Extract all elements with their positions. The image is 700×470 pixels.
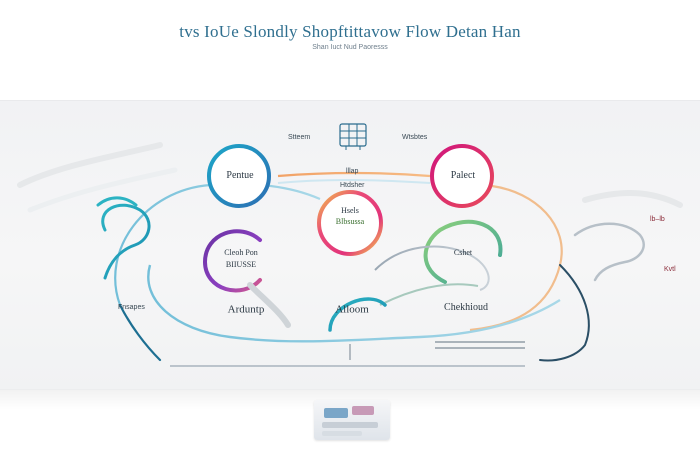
- node-left-label-2: BIIUSSE: [225, 260, 257, 269]
- page-title: tvs IoUe Slondly Shopftittavow Flow Deta…: [179, 22, 521, 41]
- cart-grid-icon: [339, 123, 367, 150]
- left-loop: [114, 182, 321, 306]
- side-label-left: Fnsapes: [118, 304, 145, 311]
- preview-block-b: [352, 406, 374, 415]
- side-label-right-top: lb–lb: [650, 216, 665, 223]
- right-inner-flow: [374, 245, 490, 291]
- left-hand-shape-2: [96, 196, 138, 207]
- left-thick-curve: [118, 303, 162, 362]
- right-inner-flow-2: [379, 283, 479, 306]
- top-connector: [277, 171, 431, 178]
- node-left-label-1: Cleoh Pon: [224, 248, 258, 257]
- node-center[interactable]: [317, 190, 383, 256]
- top-connector-2: [277, 178, 431, 184]
- bottom-label-chekmod: Chekhioud: [444, 302, 488, 313]
- center-label-line1: lllap: [346, 168, 359, 175]
- alloom-cup: [328, 297, 387, 332]
- node-palect-label: Palect: [450, 170, 476, 181]
- left-decoration-2: [27, 167, 178, 213]
- node-right-arc[interactable]: [423, 219, 503, 284]
- page-subtitle: Shan Iuct Nud Paoresss: [312, 44, 388, 51]
- node-center-label-1: Hsels: [341, 206, 359, 215]
- node-center-label-2: Blbsussa: [335, 217, 365, 226]
- right-decoration: [582, 190, 683, 208]
- left-curved-arrow: [247, 282, 291, 328]
- center-label-line2: Htdsher: [340, 182, 365, 189]
- lower-arc: [147, 264, 561, 343]
- left-hand-shape: [101, 203, 151, 280]
- right-hand-shape: [573, 222, 645, 282]
- side-label-right-bottom: Kvtl: [664, 266, 676, 273]
- bottom-label-arduntip: Arduntp: [227, 303, 265, 316]
- bottom-label-alloom: Alloom: [335, 303, 369, 316]
- left-decoration: [17, 142, 163, 188]
- node-pentue[interactable]: [207, 144, 271, 208]
- preview-block-a: [324, 408, 348, 418]
- preview-thumbnail: [314, 400, 390, 440]
- node-palect[interactable]: [430, 144, 494, 208]
- preview-block-c: [322, 422, 378, 428]
- node-pentue-label: Pentue: [226, 170, 254, 181]
- preview-block-d: [322, 431, 362, 436]
- right-thick-curve: [539, 264, 590, 362]
- node-right-label: Cshet: [453, 248, 473, 257]
- node-left-arc[interactable]: [202, 229, 262, 293]
- top-label-left: Stteem: [288, 134, 311, 141]
- top-label-right: Wtsbtes: [402, 134, 428, 141]
